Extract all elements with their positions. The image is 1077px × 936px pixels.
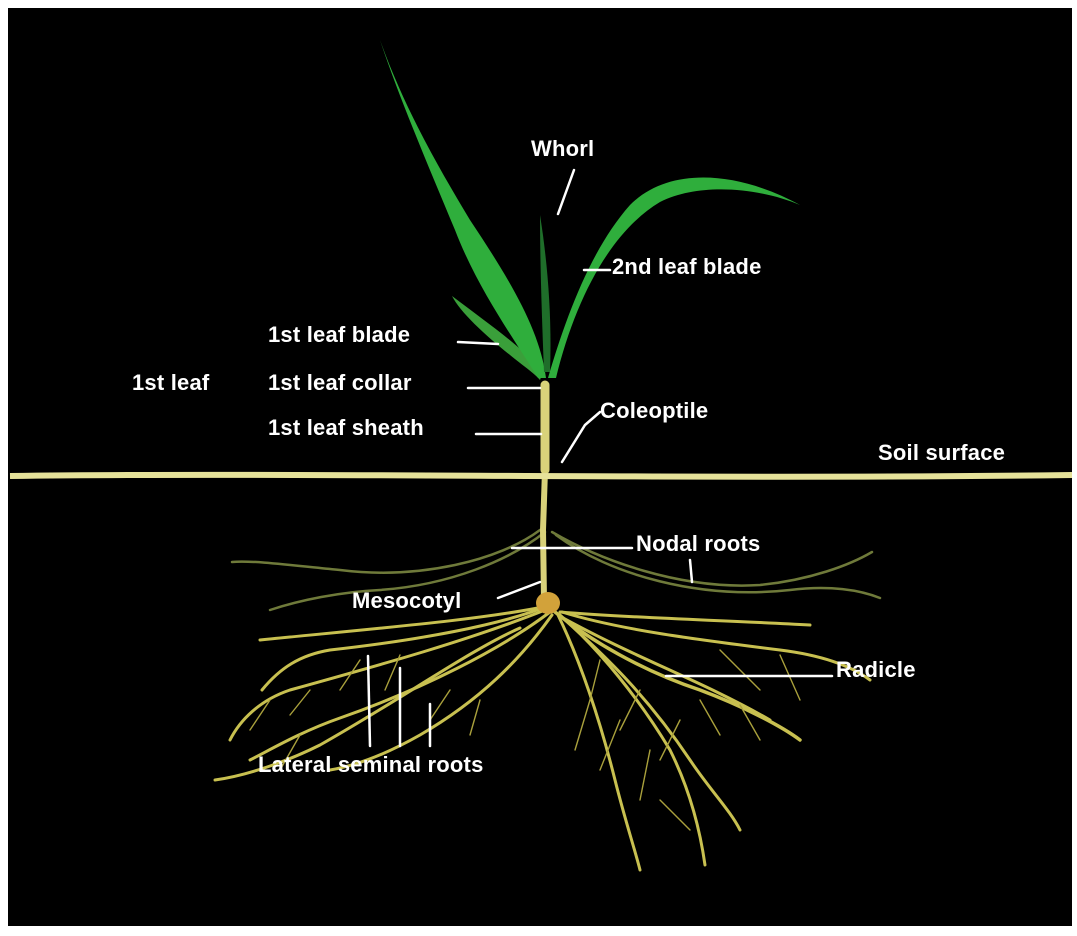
label-lateral-seminal-roots: Lateral seminal roots bbox=[258, 754, 484, 776]
label-nodal-roots: Nodal roots bbox=[636, 533, 760, 555]
label-first-leaf-sheath: 1st leaf sheath bbox=[268, 417, 424, 439]
label-first-leaf-collar: 1st leaf collar bbox=[268, 372, 412, 394]
mesocotyl-stem bbox=[543, 470, 545, 600]
lateral-seminal-roots bbox=[215, 606, 870, 870]
label-mesocotyl: Mesocotyl bbox=[352, 590, 461, 612]
label-first-leaf: 1st leaf bbox=[132, 372, 209, 394]
soil-surface-line bbox=[10, 475, 1072, 477]
label-whorl: Whorl bbox=[531, 138, 594, 160]
label-radicle: Radicle bbox=[836, 659, 916, 681]
label-soil-surface: Soil surface bbox=[878, 442, 1005, 464]
seed bbox=[536, 592, 560, 614]
label-second-leaf-blade: 2nd leaf blade bbox=[612, 256, 762, 278]
label-first-leaf-blade: 1st leaf blade bbox=[268, 324, 410, 346]
whorl-shape bbox=[540, 215, 551, 372]
label-coleoptile: Coleoptile bbox=[600, 400, 708, 422]
